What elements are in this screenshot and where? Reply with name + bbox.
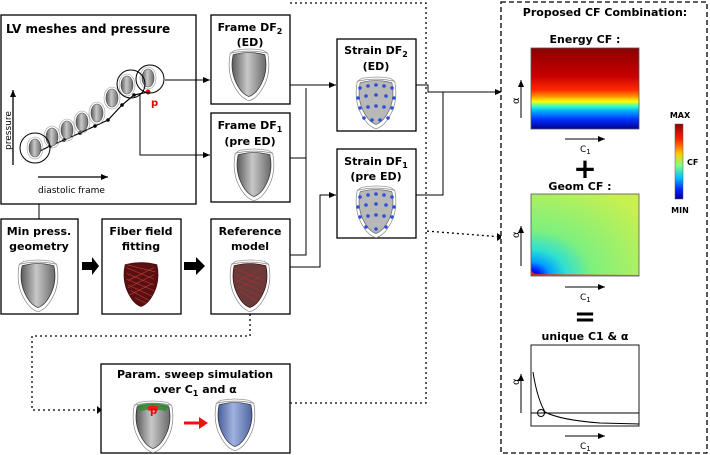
geom-alpha-label: α xyxy=(511,231,522,238)
frame-df1-panel: Frame DF1 (pre ED) xyxy=(210,112,291,203)
cf-panel-title: Proposed CF Combination: xyxy=(523,6,687,19)
energy-alpha-label: α xyxy=(511,97,522,104)
frame-df2-subtitle: (ED) xyxy=(237,36,264,49)
connector-lines xyxy=(38,77,502,268)
unique-c1-label: C1 xyxy=(580,442,591,453)
plus-sign: + xyxy=(573,152,596,185)
pressure-axis-label: pressure xyxy=(4,111,14,150)
energy-cf-title: Energy CF : xyxy=(550,33,621,46)
geom-c1-label: C1 xyxy=(580,293,591,304)
colorbar-cf-label: CF xyxy=(687,158,698,167)
strain-df2-vectors xyxy=(356,83,396,122)
colorbar-max-label: MAX xyxy=(670,111,691,120)
cf-combination-panel: Proposed CF Combination: Energy CF : α C… xyxy=(500,1,708,454)
strain-df2-subtitle: (ED) xyxy=(363,60,390,73)
fiber-field-panel: Fiber field fitting xyxy=(101,218,182,315)
min-press-title: Min press. xyxy=(7,225,71,238)
energy-c1-label: C1 xyxy=(580,145,591,156)
frame-df1-title: Frame DF1 xyxy=(218,119,283,134)
param-sweep-title: Param. sweep simulation xyxy=(117,368,273,381)
reference-model-panel: Reference model xyxy=(210,218,291,315)
frame-df1-subtitle: (pre ED) xyxy=(224,135,275,148)
min-press-panel: Min press. geometry xyxy=(0,218,79,315)
strain-df1-subtitle: (pre ED) xyxy=(350,170,401,183)
pre-ed-circle xyxy=(116,69,146,99)
reference-model-title: Reference xyxy=(219,225,282,238)
strain-df1-panel: Strain DF1 (pre ED) xyxy=(336,148,417,239)
strain-df1-vectors xyxy=(356,192,396,231)
fiber-field-title: Fiber field xyxy=(109,225,172,238)
energy-cf-heatmap xyxy=(530,47,640,130)
strain-df1-title: Strain DF1 xyxy=(344,155,408,170)
geom-cf-title: Geom CF : xyxy=(548,180,611,193)
frame-df2-title: Frame DF2 xyxy=(218,21,283,36)
strain-df2-panel: Strain DF2 (ED) xyxy=(336,38,417,132)
reference-model-subtitle: model xyxy=(231,240,269,253)
lv-meshes-panel: LV meshes and pressure pressure diastoli… xyxy=(0,14,197,205)
colorbar-min-label: MIN xyxy=(671,206,689,215)
unique-title: unique C1 & α xyxy=(542,330,629,343)
colorbar xyxy=(674,123,684,200)
first-frame-circle xyxy=(19,132,51,164)
param-sweep-panel: Param. sweep simulation over C1 and α p xyxy=(100,363,291,454)
unique-alpha-label: α xyxy=(511,378,522,385)
param-sweep-p-marker: p xyxy=(150,406,157,417)
param-sweep-heart-gray xyxy=(132,400,174,454)
fiber-field-subtitle: fitting xyxy=(122,240,160,253)
unique-plot-frame xyxy=(530,344,640,427)
geom-cf-heatmap xyxy=(530,193,640,277)
dotted-arrow-head-1 xyxy=(97,406,102,414)
strain-df2-title: Strain DF2 xyxy=(344,44,408,59)
unique-plot-optimum xyxy=(537,409,545,417)
block-arrow-2 xyxy=(184,257,205,275)
red-arrow-head xyxy=(199,417,208,429)
equals-sign: = xyxy=(574,302,596,332)
dotted-arrow-head-2 xyxy=(497,233,503,241)
geom-cf-red-band xyxy=(531,270,639,276)
diastolic-frame-label: diastolic frame xyxy=(38,186,105,196)
ed-circle xyxy=(135,64,165,94)
reference-model-heart xyxy=(229,259,271,313)
lv-meshes-title: LV meshes and pressure xyxy=(6,22,170,36)
frame-df2-panel: Frame DF2 (ED) xyxy=(210,14,291,105)
unique-plot-curve xyxy=(532,371,640,425)
param-sweep-subtitle: over C1 and α xyxy=(153,383,237,398)
block-arrow-1 xyxy=(82,257,99,275)
dotted-connectors xyxy=(31,2,503,411)
pressure-p-marker: p xyxy=(151,98,158,109)
fiber-field-heart xyxy=(123,262,159,307)
min-press-subtitle: geometry xyxy=(9,240,69,253)
